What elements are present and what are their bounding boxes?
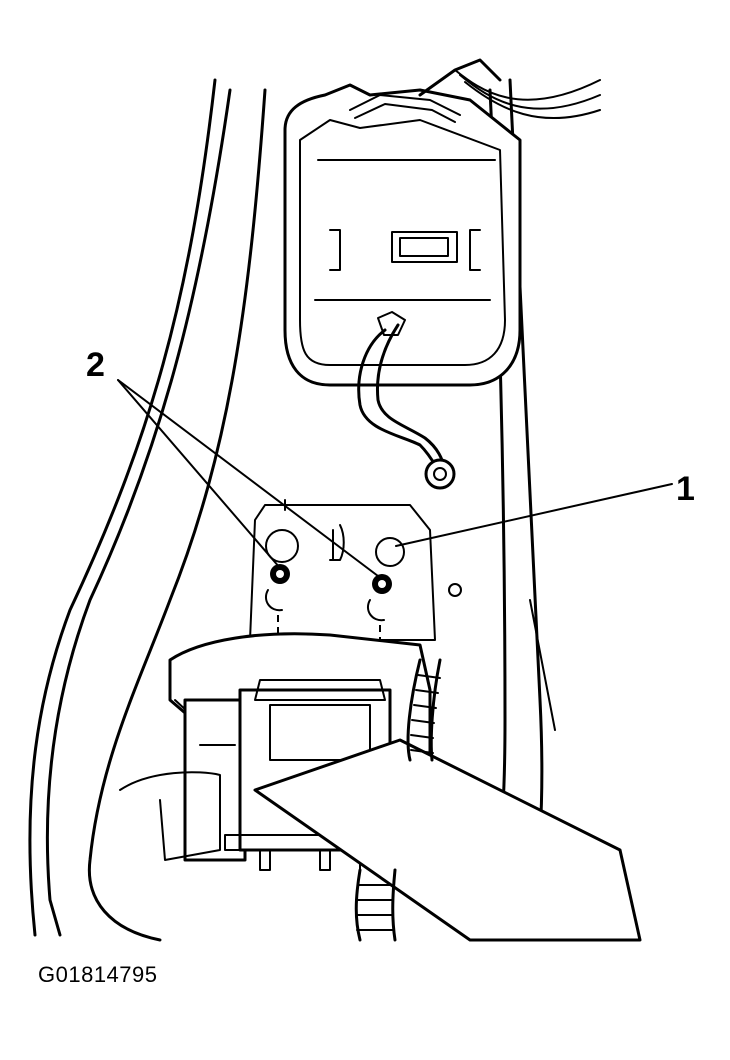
figure-id: G01814795 <box>38 962 158 987</box>
leader-lines <box>117 379 673 577</box>
bolt-right <box>366 574 392 650</box>
seat-belt-retractor <box>119 632 642 942</box>
harness-conduit <box>354 658 442 942</box>
bolt-left <box>264 564 290 640</box>
ground-wire <box>357 311 456 490</box>
control-module <box>283 58 601 387</box>
callout-2: 2 <box>86 346 105 384</box>
callout-1: 1 <box>676 470 695 508</box>
